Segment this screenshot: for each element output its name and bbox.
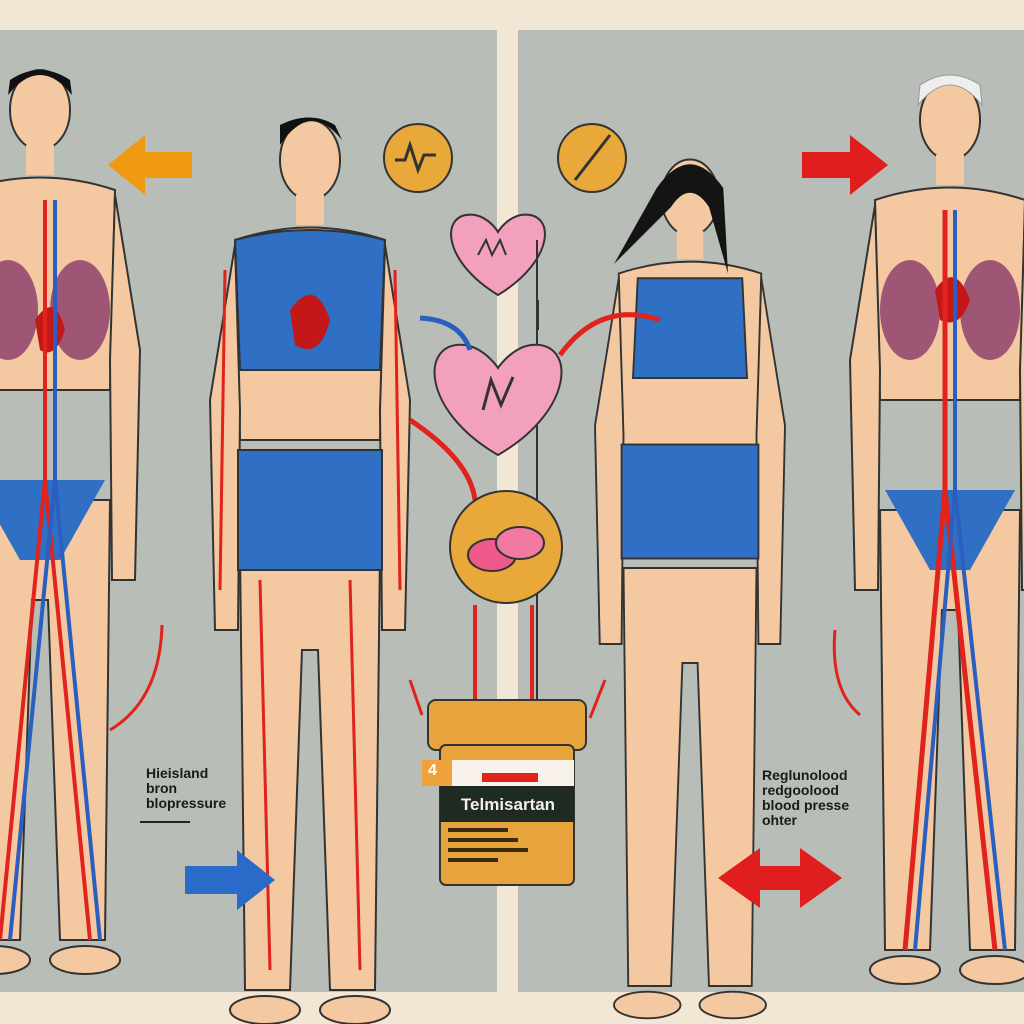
artery-connector [408, 312, 661, 501]
label-line: redgoolood [762, 782, 839, 798]
label-line: blopressure [146, 795, 227, 811]
pill-coin-icon [557, 123, 627, 193]
label-line: bron [146, 780, 178, 796]
arrow-right-icon [802, 135, 888, 195]
pills-icon [449, 490, 563, 604]
label-line: Hieisland [146, 765, 209, 781]
figure-man-right [849, 74, 1024, 985]
figure-woman [594, 158, 786, 1020]
jar-connector [473, 605, 534, 700]
label-line: ohter [762, 812, 797, 828]
vein-connector [419, 315, 473, 351]
heartbeat-coin-icon [383, 123, 453, 193]
heart-pulse-icon [450, 213, 546, 297]
double-arrow-icon [718, 848, 842, 908]
medicine-jar-icon [422, 699, 587, 886]
arrow-left-icon [108, 135, 192, 195]
jar-number: 4 [428, 762, 437, 779]
right-label: Reglunolood redgoolood blood presse ohte… [762, 768, 849, 828]
label-line: Reglunolood [762, 767, 848, 783]
arrow-right-icon [185, 850, 275, 910]
jar-label: Telmisartan [460, 795, 556, 814]
figure-man-left [0, 69, 141, 975]
label-line: blood presse [762, 797, 850, 813]
heart-icon [433, 343, 563, 457]
figure-man-profile [209, 117, 411, 1024]
curved-arrow-icon [109, 624, 861, 732]
left-label: Hieisland bron blopressure [146, 766, 226, 811]
